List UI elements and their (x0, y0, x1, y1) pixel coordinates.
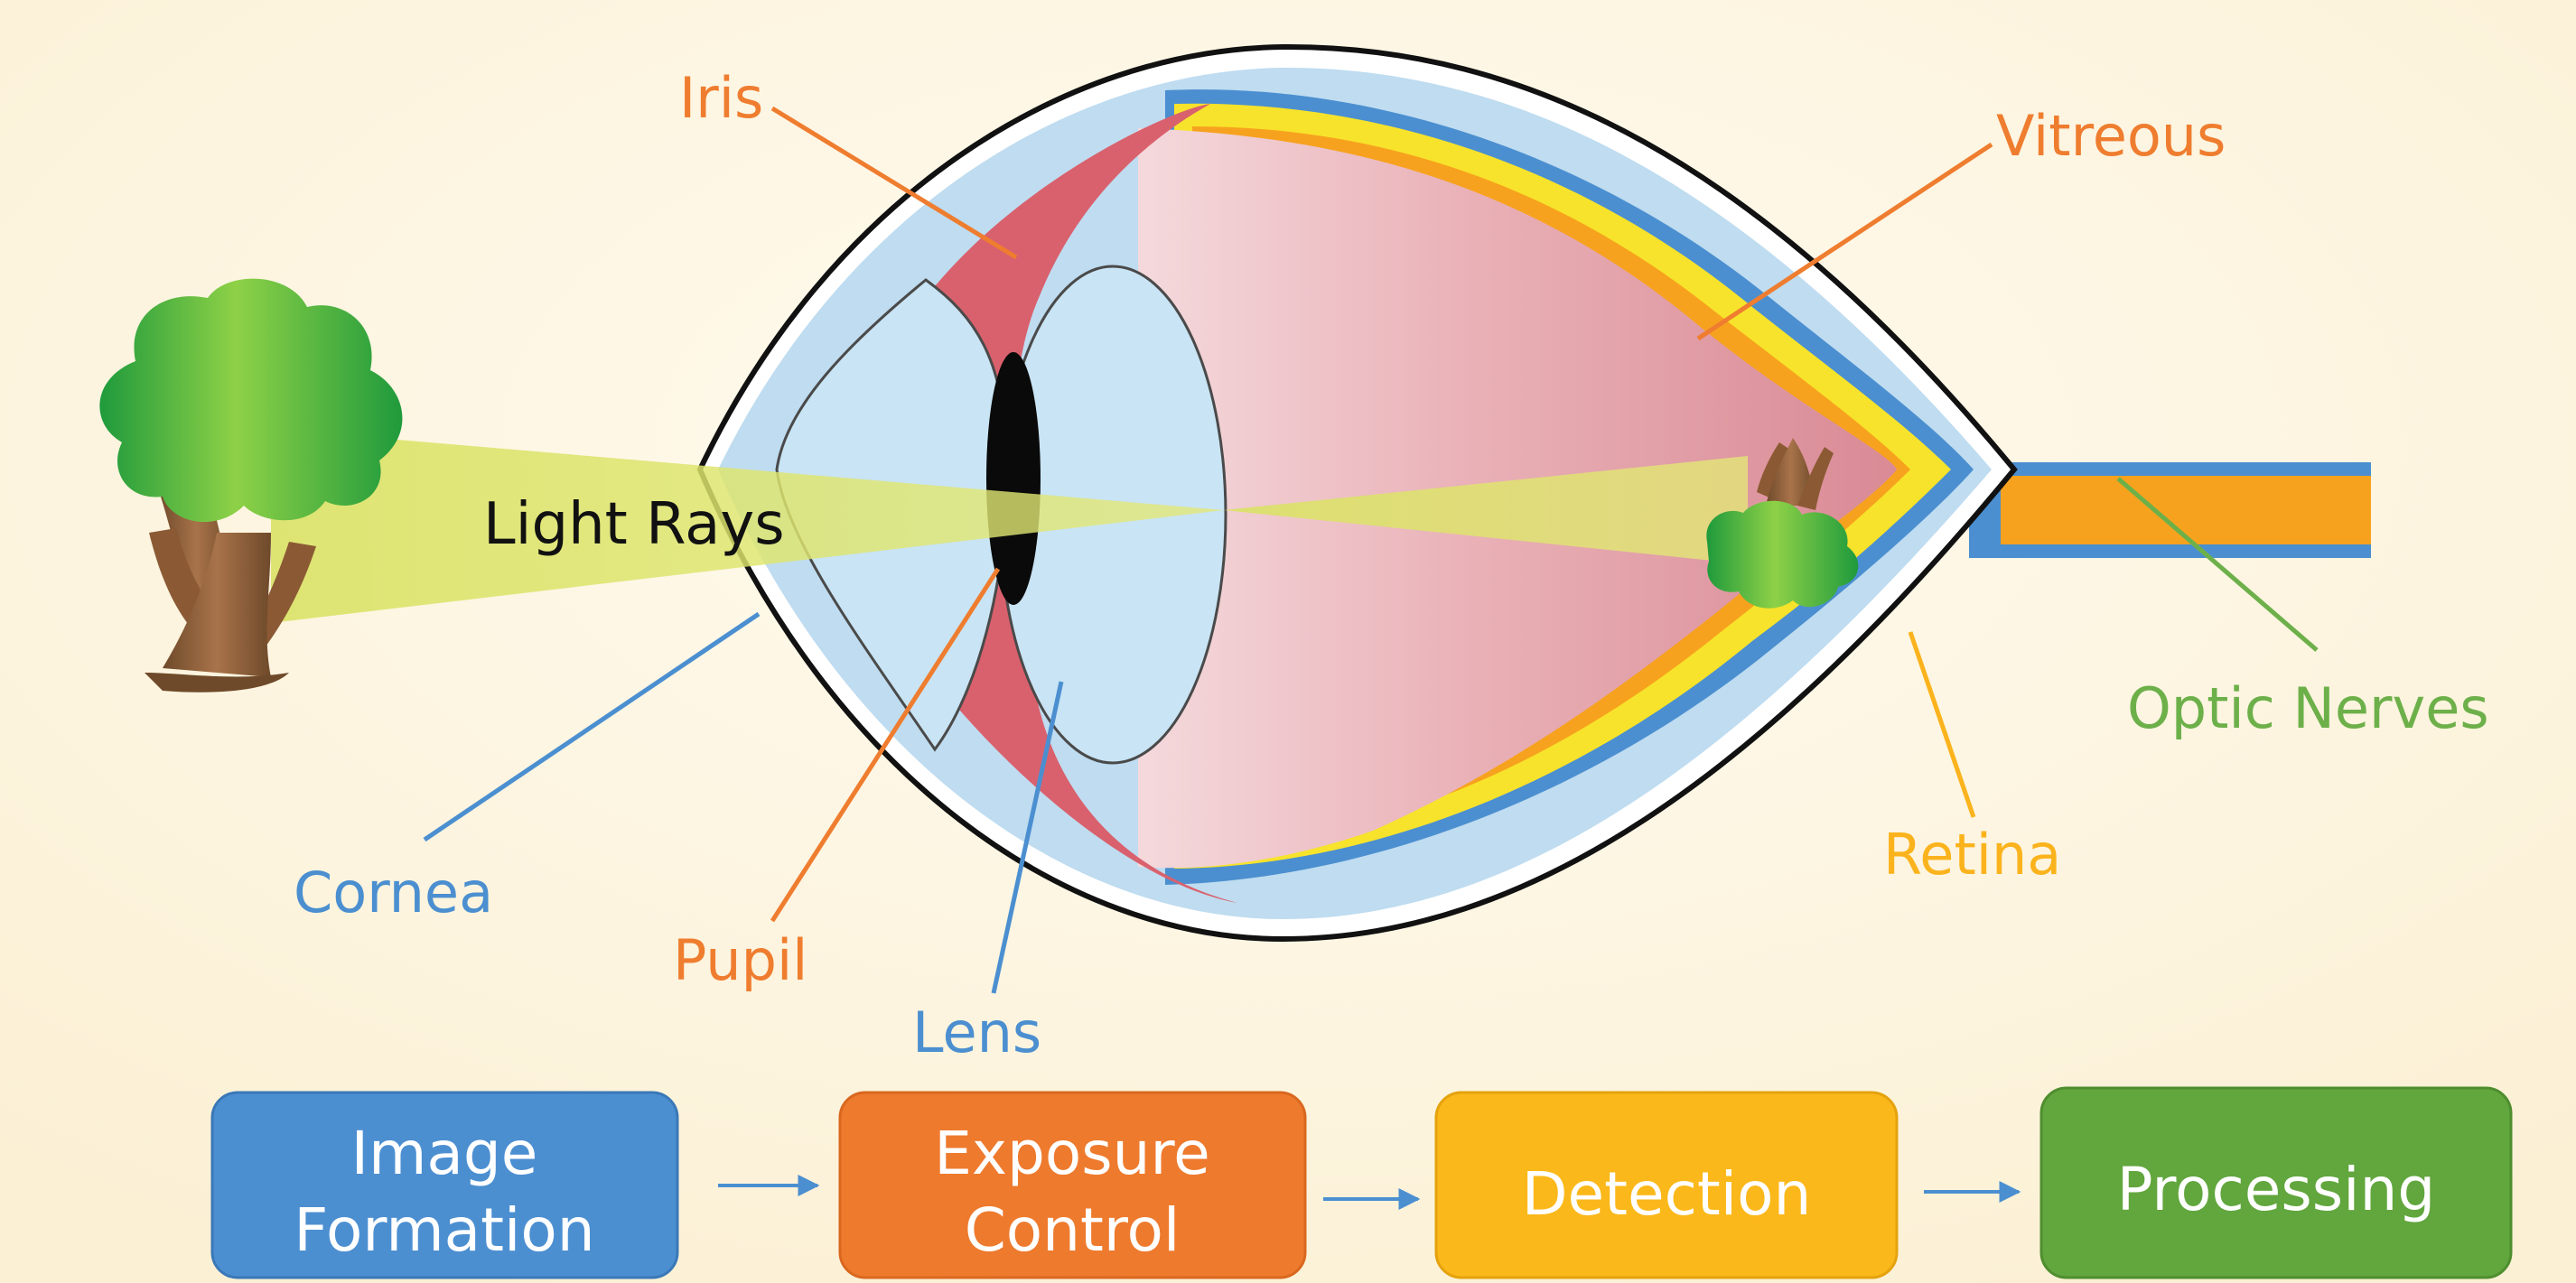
label-pupil: Pupil (673, 927, 807, 993)
optic-nerve (1969, 462, 2371, 558)
label-vitreous: Vitreous (1996, 103, 2226, 169)
label-lens: Lens (912, 999, 1041, 1065)
step-exposure-control-line1: Exposure (934, 1119, 1210, 1188)
step-processing-label: Processing (2117, 1155, 2435, 1224)
label-light-rays: Light Rays (483, 491, 785, 558)
step-detection: Detection (1436, 1092, 1897, 1278)
step-exposure-control-line2: Control (965, 1195, 1181, 1265)
label-optic-nerves: Optic Nerves (2127, 675, 2489, 741)
step-image-formation-line1: Image (351, 1119, 538, 1188)
step-processing: Processing (2041, 1088, 2511, 1278)
step-detection-label: Detection (1522, 1159, 1812, 1229)
step-image-formation: Image Formation (212, 1092, 677, 1278)
step-image-formation-line2: Formation (294, 1195, 594, 1265)
label-retina: Retina (1883, 822, 2061, 888)
label-iris: Iris (679, 65, 763, 131)
label-cornea: Cornea (294, 860, 493, 925)
step-exposure-control: Exposure Control (840, 1092, 1305, 1278)
